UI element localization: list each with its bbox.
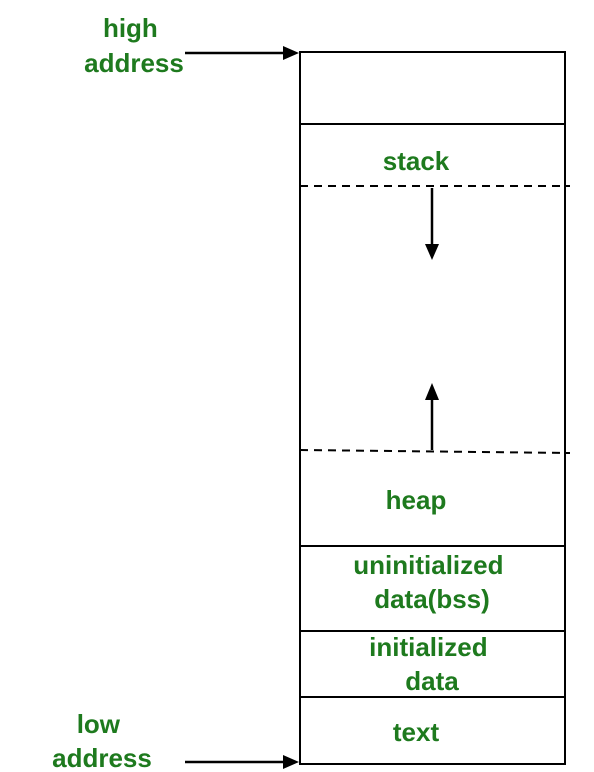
high-address-arrow-icon xyxy=(185,46,299,60)
data-segment-label: initialized data xyxy=(369,632,495,696)
high-address-line-1: high xyxy=(103,13,158,43)
low-address-line-2: address xyxy=(52,743,152,772)
bss-line-2: data(bss) xyxy=(374,584,490,614)
bss-segment-label: uninitialized data(bss) xyxy=(353,550,510,614)
low-address-label: low address xyxy=(52,709,152,772)
low-address-line-1: low xyxy=(77,709,121,739)
heap-growth-arrow-up-icon xyxy=(425,383,439,450)
data-line-1: initialized xyxy=(369,632,487,662)
high-address-line-2: address xyxy=(84,48,184,78)
stack-growth-arrow-down-icon xyxy=(425,188,439,260)
high-address-label: high address xyxy=(84,13,184,78)
heap-boundary-dashed xyxy=(299,449,571,454)
bss-line-1: uninitialized xyxy=(353,550,503,580)
stack-segment-label: stack xyxy=(383,146,450,176)
heap-segment-label: heap xyxy=(386,485,447,515)
low-address-arrow-icon xyxy=(185,755,299,769)
data-line-2: data xyxy=(405,666,459,696)
text-segment-label: text xyxy=(393,717,440,747)
